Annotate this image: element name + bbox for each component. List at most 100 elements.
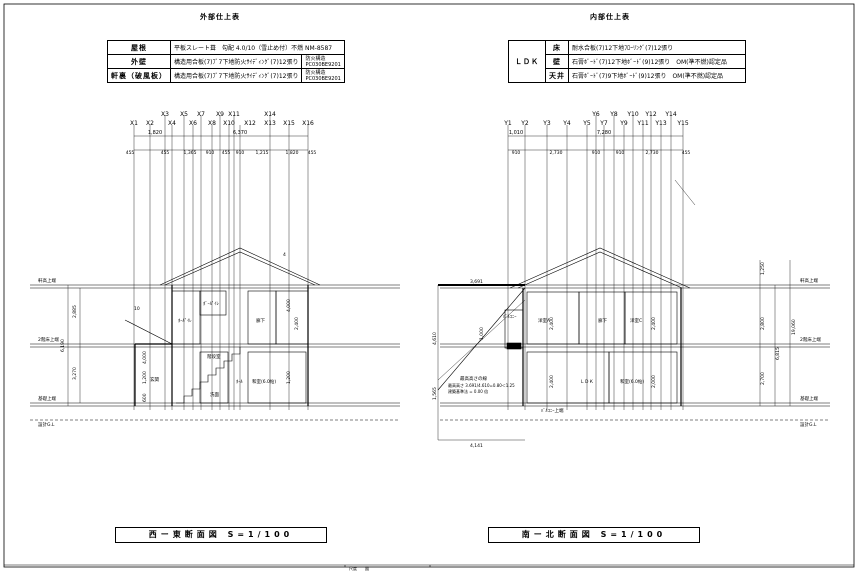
annotation: 最高高さの線 [460, 375, 487, 382]
room-label: ﾎｰﾙ [236, 379, 243, 385]
dim-label: 1,010 [509, 130, 523, 136]
dim-label: 600 [142, 393, 148, 402]
grid-label: Y8 [609, 111, 618, 118]
room-label: ﾎﾞｰﾙﾟｲﾚ [203, 300, 219, 307]
level-label: 基礎上端 [38, 395, 56, 402]
level-label: 設計G.L [38, 421, 55, 428]
room-label: ﾊﾞﾙｺﾆｰ [503, 313, 517, 320]
height-label: 4,610 [432, 332, 438, 345]
level-label: 2階床上端 [800, 336, 821, 343]
interior-table-title: 内部仕上表 [590, 13, 630, 21]
dim-label: 1,365 [184, 150, 197, 156]
height-label: 1,565 [432, 387, 438, 400]
grid-label: X15 [283, 120, 295, 127]
dim-label: 4 [283, 252, 286, 258]
dim-label: 1,820 [148, 130, 162, 136]
grid-label: X1 [130, 120, 138, 127]
grid-label: Y12 [644, 111, 656, 118]
grid-label: Y3 [542, 120, 551, 127]
grid-label: X14 [264, 111, 276, 118]
level-label: 軒高上端 [38, 277, 56, 284]
dim-label: 2,400 [651, 317, 657, 330]
dim-label: 10 [134, 306, 140, 312]
dim-label: 7,280 [597, 130, 611, 136]
room-label: ﾎｰﾙﾟｲﾚ [178, 317, 192, 324]
grid-label: X10 [223, 120, 235, 127]
dim-label: 1,215 [256, 150, 269, 156]
dim-label: 1,000 [479, 327, 485, 340]
grid-label: X11 [228, 111, 240, 118]
dim-label: 910 [592, 150, 601, 156]
dim-label: 3,691 [470, 279, 483, 285]
dim-label: 455 [126, 150, 135, 156]
height-label: 2,700 [760, 372, 766, 385]
dim-label: 2,400 [294, 317, 300, 330]
left-section-title: 西ー東断面図 S=1/100 [115, 527, 327, 543]
height-label: 2,885 [72, 305, 78, 318]
room-label: 洋室C [630, 317, 642, 324]
grid-label: Y15 [676, 120, 688, 127]
grid-label: X5 [180, 111, 188, 118]
grid-label: X7 [197, 111, 205, 118]
table-row: 天井 石膏ﾎﾞｰﾄﾞ(7)9下地ﾎﾞｰﾄﾞ(9)12張り OM(準不燃)認定品 [509, 68, 746, 83]
interior-finish-table: ＬＤＫ 床 耐水合板(7)12下地ﾌﾛｰﾘﾝｸﾞ(7)12張り 壁 石膏ﾎﾞｰﾄ… [508, 40, 746, 83]
dim-label: 1,820 [286, 150, 299, 156]
grid-label: Y6 [591, 111, 600, 118]
level-label: 2階床上端 [38, 336, 59, 343]
dim-label: 2,400 [549, 375, 555, 388]
room-label: 廊下 [256, 317, 265, 324]
dim-label: 910 [512, 150, 521, 156]
exterior-finish-table: 屋根 平板スレート葺 勾配 4.0/10（雪止め付）不燃 NM-8587 外壁 … [107, 40, 345, 83]
level-label: 軒高上端 [800, 277, 818, 284]
dim-label: 4,141 [470, 443, 483, 449]
room-label: 和室(6.0帖) [252, 378, 276, 385]
footer-label: 図 [365, 566, 369, 571]
grid-label: Y9 [619, 120, 628, 127]
table-row: ＬＤＫ 床 耐水合板(7)12下地ﾌﾛｰﾘﾝｸﾞ(7)12張り [508, 40, 746, 83]
dim-label: 4,000 [286, 299, 292, 312]
grid-label: Y2 [520, 120, 529, 127]
room-label: 和室(6.0帖) [620, 378, 644, 385]
dim-label: 2,730 [646, 150, 659, 156]
height-label: 19,060 [791, 319, 797, 335]
dim-label: 910 [206, 150, 215, 156]
height-label: 6,815 [775, 347, 781, 360]
footer-label: 尺度 [349, 565, 357, 571]
dim-label: 2,400 [549, 317, 555, 330]
right-section-title: 南ー北断面図 S=1/100 [488, 527, 700, 543]
height-label: 2,800 [760, 317, 766, 330]
grid-label: Y11 [636, 120, 648, 127]
grid-label: Y7 [599, 120, 608, 127]
dim-label: 455 [161, 150, 170, 156]
level-label: 設計G.L [800, 421, 817, 428]
annotation: 最高高さ 3.691/4.610=0.80＜1.25 [448, 382, 515, 388]
grid-label: X6 [189, 120, 197, 127]
dim-label: 2,730 [550, 150, 563, 156]
height-label: 1,250 [760, 262, 766, 275]
grid-label: X4 [168, 120, 176, 127]
grid-label: Y4 [562, 120, 571, 127]
room-label: 廊下 [598, 317, 607, 324]
height-label: 6,190 [60, 339, 66, 352]
annotation: 建築基準法 = 0.00 倍 [448, 388, 488, 394]
room-label: 洗面 [210, 391, 219, 398]
dim-label: 6,370 [233, 130, 247, 136]
room-label: 玄関 [150, 376, 159, 383]
dim-label: 1,200 [142, 371, 148, 384]
grid-label: X2 [146, 120, 154, 127]
dim-label: 455 [682, 150, 691, 156]
dim-label: 2,000 [651, 375, 657, 388]
level-label: 基礎上端 [800, 395, 818, 402]
height-label: 3,270 [72, 367, 78, 380]
grid-label: X13 [264, 120, 276, 127]
room-label: ＬＤＫ [580, 379, 594, 385]
grid-label: Y13 [654, 120, 666, 127]
grid-label: Y5 [582, 120, 591, 127]
exterior-table-title: 外部仕上表 [200, 13, 240, 21]
grid-label: X8 [208, 120, 216, 127]
dim-label: 455 [222, 150, 231, 156]
room-label: 洋室A [538, 317, 551, 324]
dim-label: 1,200 [286, 371, 292, 384]
